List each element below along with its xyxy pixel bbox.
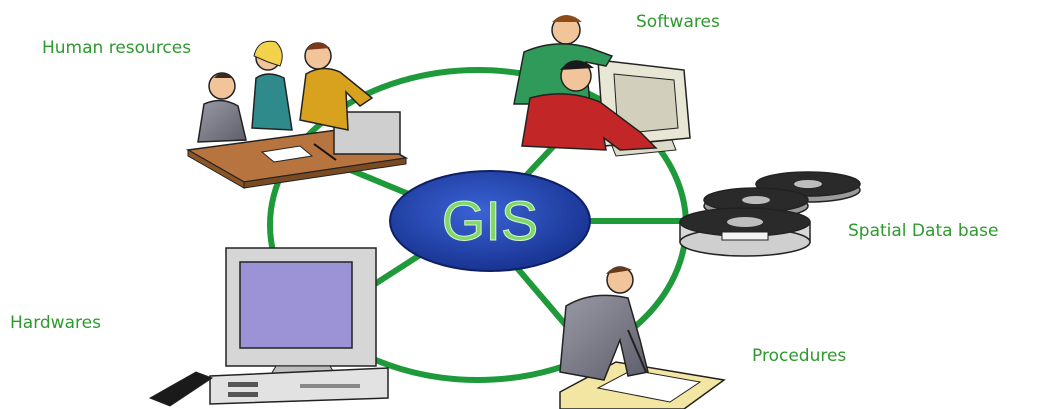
- softwares-illustration: [513, 15, 691, 157]
- gis-center: GIS: [389, 170, 591, 272]
- label-spatial-database: Spatial Data base: [848, 221, 999, 241]
- spoke-procedures: [509, 260, 573, 332]
- gis-ellipse: [389, 170, 591, 272]
- label-human-resources: Human resources: [42, 38, 192, 58]
- spatial-database-illustration: [679, 171, 861, 257]
- label-hardwares: Hardwares: [10, 313, 101, 333]
- procedures-illustration: [559, 266, 726, 409]
- gis-label: GIS: [442, 189, 538, 252]
- hardwares-illustration: [148, 247, 389, 407]
- label-softwares: Softwares: [636, 12, 720, 32]
- human-resources-illustration: [185, 40, 409, 189]
- label-procedures: Procedures: [752, 346, 847, 366]
